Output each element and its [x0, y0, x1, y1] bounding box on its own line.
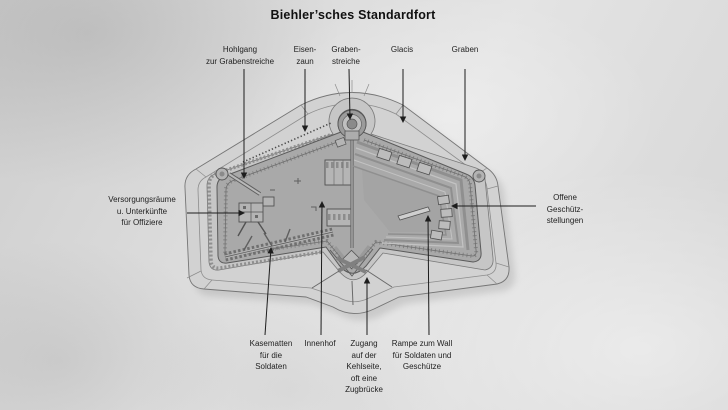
shoulder-caponiers	[215, 167, 486, 183]
gun-positions	[376, 147, 453, 241]
label-line: für Offiziere	[121, 218, 163, 227]
apex-caponier	[334, 109, 367, 148]
courtyard-walls	[243, 228, 291, 251]
label-glacis: Glacis	[378, 44, 426, 56]
label-innenhof: Innenhof	[287, 338, 353, 350]
label-line: auf der	[351, 350, 377, 360]
label-eisenzaun: Eisen- zaun	[282, 44, 328, 67]
label-line: Hohlgang	[222, 45, 258, 54]
label-line: Geschütze	[402, 362, 442, 371]
leader-lines	[187, 68, 536, 336]
label-line: Graben-	[331, 45, 361, 54]
central-blocks	[324, 159, 353, 227]
courtyard-marks	[270, 178, 317, 211]
covered-way-line	[197, 103, 497, 303]
label-line: Kehlseite,	[346, 362, 382, 371]
label-line: Rampe zum Wall	[391, 339, 453, 348]
rampart-plate	[216, 108, 482, 274]
hohlgang-gallery-core	[228, 173, 261, 195]
label-line: Eisen-	[293, 45, 317, 54]
drawbridge	[336, 255, 367, 274]
label-line: stellungen	[546, 216, 584, 225]
label-line: Offene	[553, 193, 577, 202]
label-line: Graben	[451, 45, 479, 54]
label-grabenstreiche: Graben- streiche	[323, 44, 369, 67]
leader-kasematten	[264, 247, 274, 336]
label-line: oft eine	[350, 373, 378, 383]
label-line: zur Grabenstreiche	[205, 56, 275, 66]
label-rampe: Rampe zum Wall für Soldaten und Geschütz…	[376, 338, 468, 373]
label-geschuetz: Offene Geschütz- stellungen	[527, 192, 603, 227]
label-hohlgang: Hohlgang zur Grabenstreiche	[175, 44, 305, 67]
label-line: u. Unterkünfte	[116, 206, 168, 216]
page-title: Biehler’sches Standardfort	[270, 8, 436, 22]
label-line: für die	[259, 350, 283, 360]
label-line: für Soldaten und	[392, 350, 452, 360]
label-line: zaun	[296, 56, 314, 66]
wall-ramp	[397, 206, 431, 221]
leader-grabenstreiche	[346, 68, 354, 120]
label-line: Innenhof	[304, 339, 336, 348]
label-zugang: Zugang auf der Kehlseite, oft eine Zugbr…	[336, 338, 392, 396]
leader-rampe	[424, 215, 432, 336]
label-line: Soldaten	[255, 362, 287, 371]
label-line: Glacis	[390, 45, 414, 54]
label-line: streiche	[331, 56, 360, 66]
label-line: Geschütz-	[546, 204, 584, 214]
casemate-row	[223, 227, 335, 262]
entrance-gate	[311, 245, 393, 306]
label-line: Zugbrücke	[345, 385, 383, 394]
left-half-floorplan	[223, 138, 354, 262]
leader-innenhof	[318, 201, 326, 336]
label-versorgung: Versorgungsräume u. Unterkünfte für Offi…	[78, 194, 206, 229]
label-graben: Graben	[441, 44, 489, 56]
right-half-rampart	[352, 140, 470, 251]
label-line: Zugang	[350, 339, 378, 348]
label-line: Versorgungsräume	[108, 195, 176, 204]
label-line: Kasematten	[249, 339, 293, 348]
label-kasematten: Kasematten für die Soldaten	[238, 338, 304, 373]
